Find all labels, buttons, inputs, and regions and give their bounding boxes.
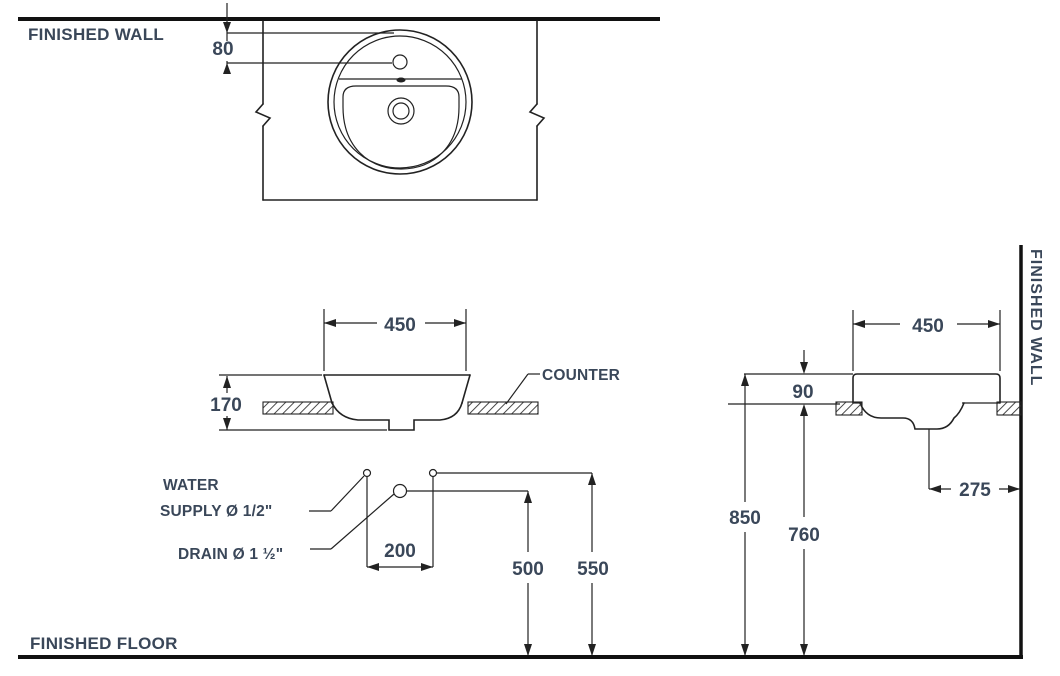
front-view	[219, 309, 596, 656]
water-supply-point-right	[428, 468, 438, 478]
finished-wall-right-label: FINISHED WALL	[1027, 249, 1044, 386]
water-supply-label-line1: WATER	[163, 477, 219, 494]
dim-text-side-450: 450	[912, 316, 944, 337]
water-supply-point-left	[362, 468, 372, 478]
drain-label: DRAIN Ø 1 ½"	[178, 546, 283, 563]
side-view	[728, 245, 1023, 659]
roughing-points	[309, 468, 592, 567]
plan-basin	[327, 29, 473, 175]
drain-hole-outer	[387, 97, 415, 125]
faucet-hole	[392, 54, 408, 70]
finished-floor-label: FINISHED FLOOR	[30, 634, 178, 653]
front-counter-right	[467, 401, 539, 415]
dim-side-width	[852, 310, 1001, 371]
plan-view	[18, 3, 660, 201]
dim-front-width	[323, 309, 467, 371]
dim-text-850: 850	[729, 508, 761, 529]
dim-counter-height	[800, 416, 808, 656]
dim-text-500: 500	[512, 559, 544, 580]
plan-counter-outline	[254, 20, 546, 201]
dim-text-80: 80	[212, 39, 233, 60]
finished-wall-top-label: FINISHED WALL	[28, 25, 164, 44]
dim-front-height	[219, 374, 387, 431]
counter-leader	[505, 373, 540, 405]
dim-text-200: 200	[384, 541, 416, 562]
side-counter-left	[835, 401, 863, 416]
overflow-mark	[396, 77, 406, 83]
side-basin	[852, 373, 1001, 489]
dim-supply-height	[588, 473, 596, 656]
dim-rim-above-counter	[800, 350, 808, 416]
water-supply-label-line2: SUPPLY Ø 1/2"	[160, 503, 272, 520]
dim-text-760: 760	[788, 525, 820, 546]
counter-label: COUNTER	[542, 367, 620, 384]
dim-text-170: 170	[210, 395, 242, 416]
front-counter-left	[262, 401, 334, 415]
dim-faucet-offset	[223, 3, 394, 74]
dim-drain-to-wall	[929, 485, 1020, 493]
dim-rim-height	[741, 374, 749, 656]
front-basin	[323, 374, 471, 431]
dim-text-90: 90	[792, 382, 813, 403]
drain-hole-inner	[392, 102, 410, 120]
dim-supply-spacing	[367, 563, 433, 571]
dim-text-front-450: 450	[384, 315, 416, 336]
dim-drain-height	[524, 491, 532, 656]
drain-point	[392, 483, 408, 499]
side-counter-right	[996, 401, 1022, 416]
dim-text-275: 275	[959, 480, 991, 501]
dim-text-550: 550	[577, 559, 609, 580]
